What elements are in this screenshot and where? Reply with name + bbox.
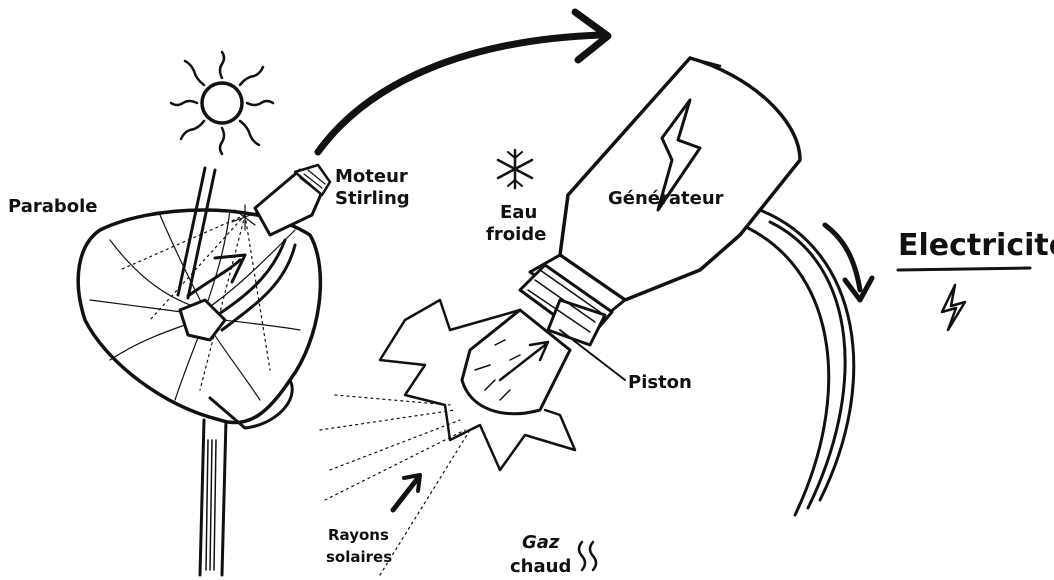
- stirling-engine-small: [255, 165, 330, 235]
- heat-waves-icon: [579, 542, 596, 570]
- label-generateur: Générateur: [608, 188, 724, 209]
- label-parabole: Parabole: [8, 196, 98, 217]
- label-gaz-line2: chaud: [510, 556, 571, 577]
- sun-icon: [171, 52, 273, 154]
- electricity-decoration: [898, 268, 1030, 330]
- label-moteur-line1: Moteur: [335, 166, 408, 187]
- label-eau-line1: Eau: [500, 202, 537, 223]
- label-eau-line2: froide: [486, 224, 546, 245]
- snowflake-icon: [498, 150, 532, 188]
- label-rayons-line1: Rayons: [328, 526, 389, 544]
- label-rayons-line2: solaires: [326, 548, 392, 566]
- label-electricite: Electricité: [898, 228, 1054, 263]
- transition-arrow: [318, 12, 608, 152]
- label-moteur-line2: Stirling: [335, 188, 410, 209]
- label-piston: Piston: [628, 372, 692, 393]
- label-gaz-line1: Gaz: [522, 532, 560, 553]
